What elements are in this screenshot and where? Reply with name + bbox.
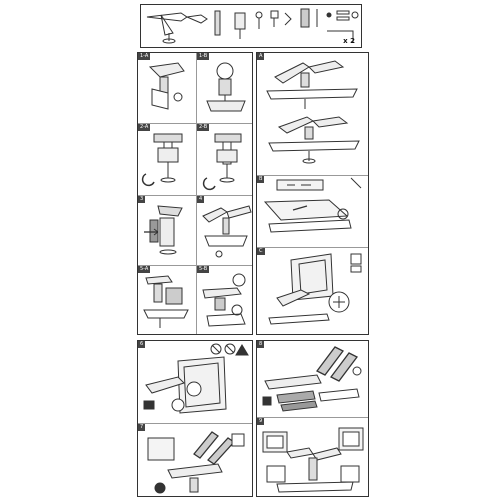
step-3-cell: 3 (138, 195, 196, 265)
step-5a-cell: 5-A (138, 265, 196, 334)
step-1a-cell: 1-A (138, 53, 196, 123)
step-label: 6 (138, 341, 146, 348)
step-5b-cell: 5-B (196, 265, 252, 334)
step-2a-cell: 2-A (138, 123, 196, 195)
step-label: 7 (138, 424, 146, 431)
step-3-drawing (144, 205, 183, 255)
step-label: 9 (257, 418, 265, 425)
step-b-cell: B (257, 175, 368, 245)
step-5a-drawing (143, 275, 189, 328)
steps-right-column: A B (256, 52, 369, 335)
step-8-cell: 8 (257, 341, 368, 417)
step-label: 3 (138, 196, 146, 203)
step-label: C (257, 248, 265, 255)
step-b-drawing (263, 177, 362, 233)
step-6-drawing (143, 343, 249, 414)
step-4-drawing (202, 205, 252, 258)
step-2a-drawing (141, 133, 183, 187)
step-5b-drawing (202, 273, 246, 327)
step-7-cell: 7 (138, 423, 252, 496)
step-2b-cell: 2-B (196, 123, 252, 195)
total-quantity: x 2 (343, 37, 355, 45)
step-label: B (257, 176, 265, 183)
step-c-drawing (268, 253, 362, 325)
step-label: 2-B (197, 124, 210, 131)
step-label: 8 (257, 341, 265, 348)
step-7-drawing (147, 431, 245, 494)
step-2b-drawing (202, 133, 242, 191)
steps-bottom-right: 8 9 (256, 340, 369, 497)
step-label: 1-A (138, 53, 151, 60)
steps-left-column: 1-A 1-B 2-A (137, 52, 253, 335)
step-label: 5-A (138, 266, 151, 273)
step-label: 1-B (197, 53, 210, 60)
step-a-drawing (266, 60, 360, 164)
steps-bottom-left: 6 7 (137, 340, 253, 497)
step-label: 5-B (197, 266, 210, 273)
step-4-cell: 4 (196, 195, 252, 265)
step-1b-cell: 1-B (196, 53, 252, 123)
step-a-cell: A (257, 53, 368, 173)
step-9-cell: 9 (257, 417, 368, 496)
step-label: 4 (197, 196, 205, 203)
step-label: A (257, 53, 265, 60)
step-label: 2-A (138, 124, 151, 131)
step-6-cell: 6 (138, 341, 252, 423)
step-8-drawing (262, 346, 362, 412)
step-1a-drawing (148, 62, 185, 110)
parts-panel: x 2 (140, 4, 362, 48)
step-1b-drawing (206, 62, 246, 112)
parts-illustration (146, 8, 359, 44)
step-9-drawing (262, 427, 364, 493)
step-c-cell: C (257, 247, 368, 334)
